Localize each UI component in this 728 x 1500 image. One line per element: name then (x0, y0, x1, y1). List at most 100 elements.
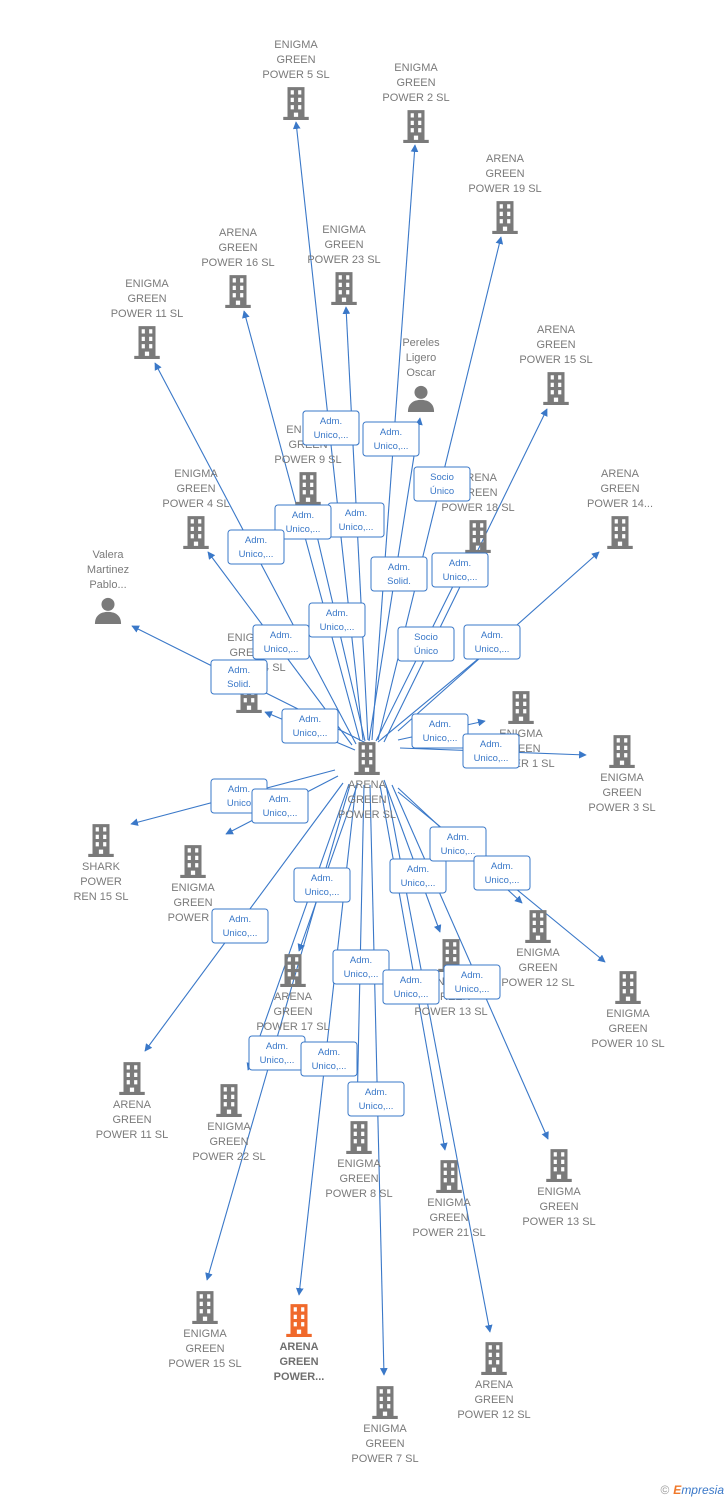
edge-label-center-ag11[interactable]: Adm.Unico,... (211, 908, 269, 944)
edge-label-center-eg6[interactable]: Adm.Unico,... (251, 788, 309, 824)
building-icon (607, 516, 633, 549)
edge-center-eg21 (379, 784, 448, 1151)
node-label-line: ARENA (274, 991, 313, 1003)
building-icon (225, 275, 251, 308)
node-label-line: GREEN (209, 1136, 248, 1148)
node-label-line: ENIGMA (274, 39, 318, 51)
empresia-credit[interactable]: ©Empresia (660, 1483, 724, 1497)
edge-label-valera-center[interactable]: Adm.Solid. (210, 659, 268, 695)
node-label-line: GREEN (276, 54, 315, 66)
edge-label-center-ag17[interactable]: Adm.Unico,... (293, 867, 351, 903)
edge-label-center-eg7[interactable]: Adm.Unico,... (347, 1081, 405, 1117)
edge-label-center-eg13a[interactable]: Adm.Unico,... (389, 858, 447, 894)
edge-label-center-ag14[interactable]: Adm.Unico,... (463, 624, 521, 660)
edge-label-box (429, 826, 487, 862)
edge-label-box (210, 659, 268, 695)
edge-label-center-ag16[interactable]: Adm.Unico,... (274, 504, 332, 540)
edge-label-line: Unico,... (344, 969, 379, 980)
edge-label-center-eg2[interactable]: Adm.Unico,... (362, 421, 420, 457)
node-label-line: GREEN (324, 239, 363, 251)
edge-label-center-ag18[interactable]: Adm.Solid. (370, 556, 428, 592)
node-label-line: POWER 18 SL (441, 502, 514, 514)
node-label-line: ENIGMA (183, 1328, 227, 1340)
edge-label-center-eg1[interactable]: Adm.Unico,... (411, 713, 469, 749)
edge-label-center-eg14[interactable]: Adm.Unico,... (281, 708, 339, 744)
node-label-line: ENIGMA (337, 1158, 381, 1170)
node-label-line: Valera (93, 549, 125, 561)
edge-label-line: Adm. (380, 427, 402, 438)
edge-label-box (227, 529, 285, 565)
edge-label-line: Adm. (350, 955, 372, 966)
edge-label-center-ag19[interactable]: Adm.Unico,... (327, 502, 385, 538)
edge-label-center-eg9[interactable]: Adm.Unico,... (302, 410, 360, 446)
node-agp[interactable]: ARENAGREENPOWER... (274, 1304, 325, 1383)
node-valera[interactable]: ValeraMartinezPablo... (87, 549, 129, 624)
node-label-line: POWER 8 SL (325, 1188, 392, 1200)
edge-label-center-eg21[interactable]: Adm.Unico,... (382, 969, 440, 1005)
building-icon (354, 742, 380, 775)
edge-label-center-ag15[interactable]: Adm.Unico,... (431, 552, 489, 588)
edge-label-center-eg11[interactable]: Adm.Unico,... (227, 529, 285, 565)
edge-label-center-eg4[interactable]: Adm.Unico,... (252, 624, 310, 660)
edge-label-line: Unico,... (260, 1055, 295, 1066)
edge-label-center-eg23[interactable]: Adm.Unico,... (308, 602, 366, 638)
edge-label-center-eg8[interactable]: Adm. Unico,... (332, 949, 390, 985)
building-icon (508, 691, 534, 724)
node-label-line: GREEN (429, 1212, 468, 1224)
node-label-line: GREEN (485, 168, 524, 180)
edge-label-box (397, 626, 455, 662)
edge-label-box (293, 867, 351, 903)
edge-label-center-eg13b[interactable]: Adm.Unico,... (443, 964, 501, 1000)
edge-label-center-agp[interactable]: Adm.Unico,... (300, 1041, 358, 1077)
node-label-line: ENIGMA (606, 1008, 650, 1020)
edge-label-center-eg3[interactable]: Adm.Unico,... (462, 733, 520, 769)
person-icon (407, 385, 435, 412)
edge-label-line: Unico,... (474, 753, 509, 764)
edge-label-box (281, 708, 339, 744)
edge-label-line: Adm. (345, 508, 367, 519)
node-label-line: POWER 7 SL (351, 1453, 418, 1465)
edge-label-center-eg22[interactable]: Adm.Unico,... (248, 1035, 306, 1071)
edge-label-line: Unico,... (394, 989, 429, 1000)
node-label-line: ENIGMA (174, 468, 218, 480)
edge-label-center-eg10[interactable]: Adm.Unico,... (473, 855, 531, 891)
edge-label-line: Unico,... (305, 887, 340, 898)
empresia-logo-initial: E (673, 1483, 682, 1497)
edge-label-line: Unico,... (239, 549, 274, 560)
building-icon (295, 472, 321, 505)
edge-label-center-eg12[interactable]: Adm.Unico,... (429, 826, 487, 862)
edge-label-line: Único (414, 646, 438, 657)
node-label-line: GREEN (176, 483, 215, 495)
edge-label-line: Adm. (229, 914, 251, 925)
node-label-line: POWER 11 SL (111, 308, 184, 320)
edge-label-line: Unico,... (359, 1101, 394, 1112)
edge-label-line: Adm. (320, 416, 342, 427)
